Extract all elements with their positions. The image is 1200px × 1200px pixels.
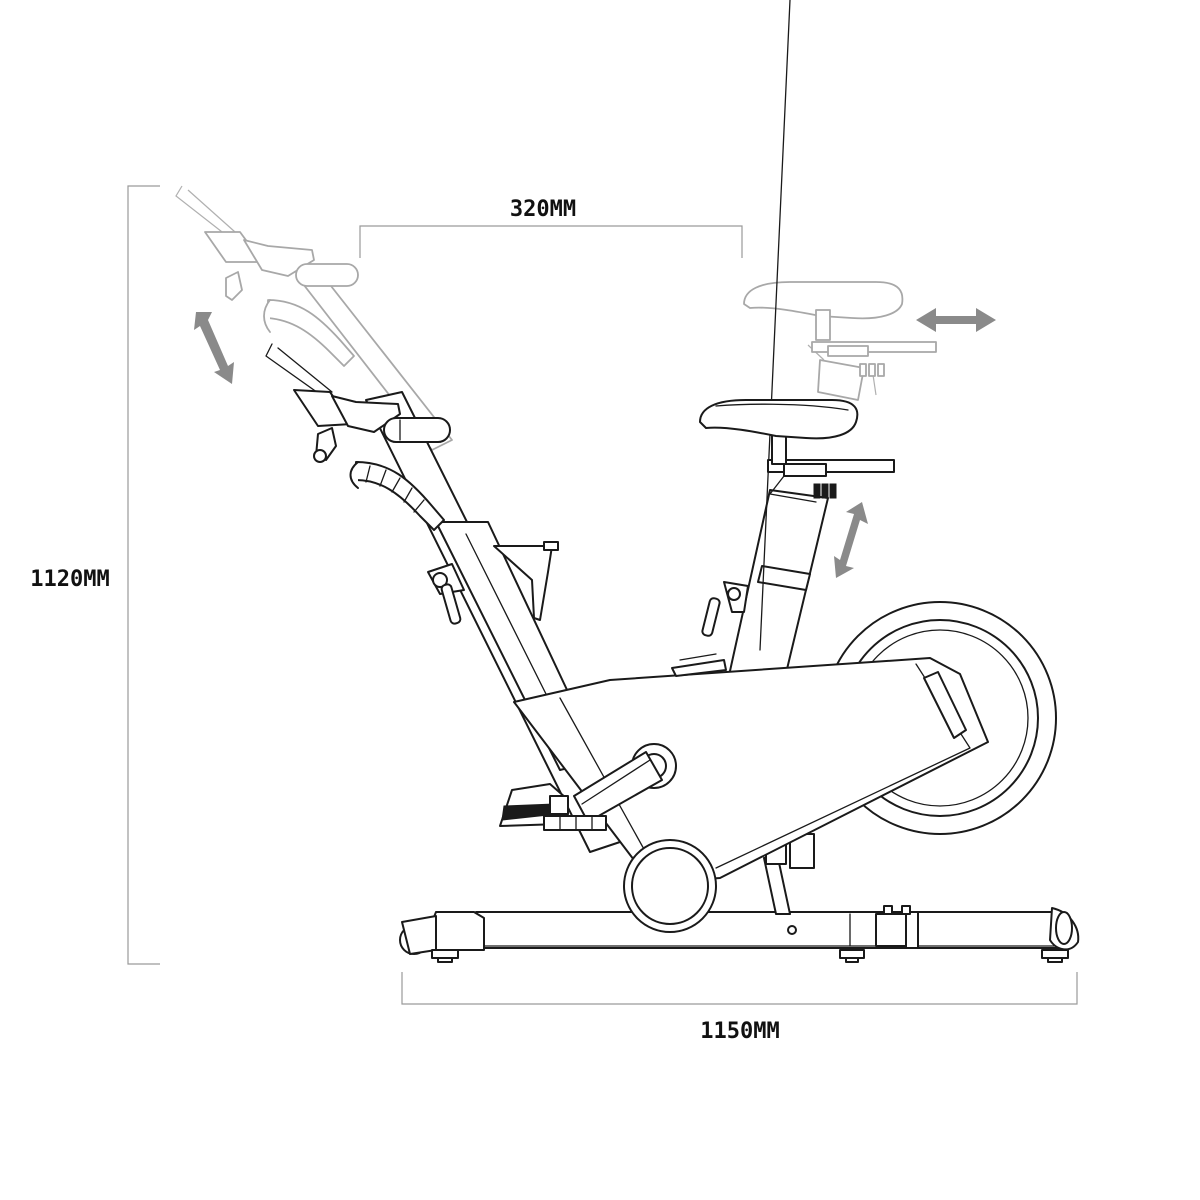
- saddle-vertical-adjust-arrow: [834, 502, 868, 578]
- double-arrow-diagonal-icon: [834, 502, 868, 578]
- double-arrow-diagonal-icon: [194, 312, 234, 384]
- handlebar: [265, 343, 451, 531]
- double-arrow-horizontal-icon: [916, 308, 996, 332]
- rear-support-post: [763, 833, 815, 915]
- front-roller: [623, 839, 717, 933]
- depth-dimension-label: 320MM: [510, 197, 576, 222]
- saddle: [699, 399, 895, 503]
- crank-assembly: [499, 743, 677, 831]
- saddle-raised-ghost: [743, 281, 937, 401]
- handlebar-adjust-arrow: [194, 312, 234, 384]
- main-housing: [513, 653, 989, 881]
- seat-tube: [701, 0, 829, 691]
- length-dimension-label: 1150MM: [700, 1019, 779, 1044]
- handlebar-raised-ghost: [175, 185, 453, 451]
- bike-base: [399, 905, 1080, 963]
- saddle-horizontal-adjust-arrow: [916, 308, 996, 332]
- dimension-bottom: 1150MM: [401, 972, 1078, 1044]
- dimension-top: 320MM: [359, 197, 743, 258]
- dimension-left: 1120MM: [30, 185, 160, 965]
- height-dimension-label: 1120MM: [30, 567, 109, 592]
